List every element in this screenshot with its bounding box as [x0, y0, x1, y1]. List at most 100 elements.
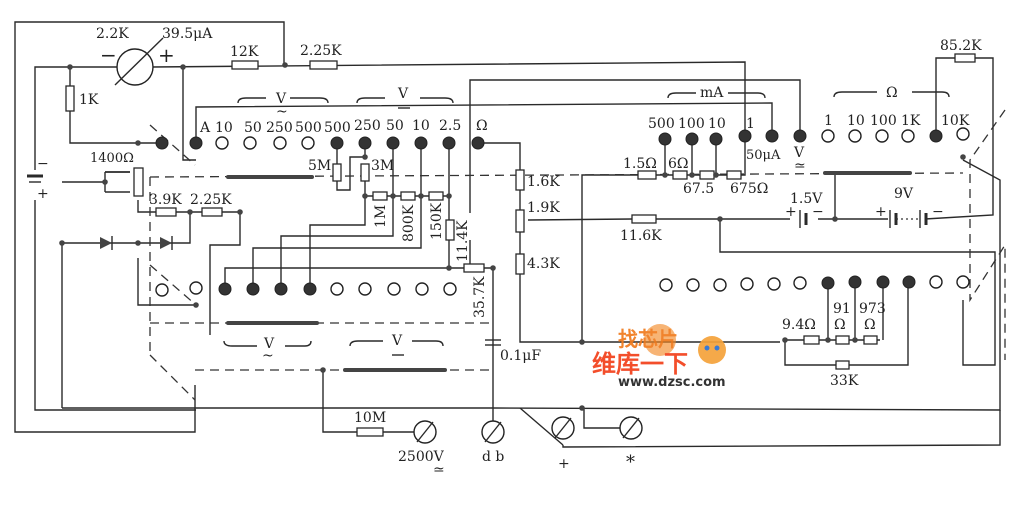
contact[interactable]	[189, 136, 203, 150]
battery-9-plus: +	[875, 204, 887, 220]
contact[interactable]	[303, 282, 317, 296]
contact[interactable]	[713, 278, 727, 292]
contact[interactable]	[956, 127, 970, 141]
battery-9-minus: −	[932, 204, 944, 220]
meter-needle-arrow-icon	[114, 37, 164, 86]
label-ohm-1k: 1K	[901, 113, 921, 129]
jack-2500v-mark: ≃	[433, 462, 445, 478]
label-800k: 800K	[401, 204, 417, 242]
meter-current: 39.5μA	[162, 26, 213, 42]
label-50-dc: 50	[386, 118, 404, 134]
label-10-dc: 10	[412, 118, 430, 134]
contact[interactable]	[821, 276, 835, 290]
contact[interactable]	[301, 136, 315, 150]
group-ac-volts: V	[275, 91, 287, 107]
diode-icon	[160, 237, 172, 249]
contact[interactable]	[876, 275, 890, 289]
label-11-6k: 11.6K	[620, 228, 662, 244]
meter-resistance: 2.2K	[96, 26, 129, 42]
contact[interactable]	[274, 282, 288, 296]
contact[interactable]	[442, 136, 456, 150]
jack-2500v-label: 2500V	[398, 449, 445, 465]
label-1-5-ohm: 1.5Ω	[623, 156, 657, 172]
contact[interactable]	[686, 278, 700, 292]
contact[interactable]	[387, 282, 401, 296]
contact[interactable]	[415, 282, 429, 296]
meter-minus: −	[100, 43, 117, 67]
ac-mark: ~	[276, 104, 288, 120]
contact[interactable]	[709, 132, 723, 146]
label-ma-10: 10	[708, 116, 726, 132]
contact[interactable]	[902, 275, 916, 289]
lower-dc-volts: V	[391, 333, 403, 349]
resistor-2-25k	[309, 60, 338, 70]
jack-common[interactable]: *	[619, 416, 643, 473]
lower-group-labels: V ~ V	[223, 333, 444, 364]
switch-left-labels: A 10 50 250 500 500 250 50 10 2.5 Ω V ~ …	[199, 86, 488, 136]
contact[interactable]	[155, 283, 169, 297]
contact[interactable]	[901, 129, 915, 143]
contact[interactable]	[273, 136, 287, 150]
contact[interactable]	[658, 132, 672, 146]
group-dc-volts: V	[397, 86, 409, 102]
contact[interactable]	[659, 278, 673, 292]
label-85-2k: 85.2K	[940, 38, 982, 54]
contact[interactable]	[956, 275, 970, 289]
contact[interactable]	[738, 129, 752, 143]
contact[interactable]	[848, 129, 862, 143]
label-9v: 9V	[894, 186, 914, 202]
contact[interactable]	[358, 136, 372, 150]
contact[interactable]	[471, 136, 485, 150]
label-9-4-ohm: 9.4Ω	[782, 317, 816, 333]
contact[interactable]	[875, 129, 889, 143]
switch-linkage	[149, 109, 1006, 401]
contact[interactable]	[330, 282, 344, 296]
contact[interactable]	[685, 132, 699, 146]
label-4-3k: 4.3K	[527, 256, 560, 272]
contact[interactable]	[215, 136, 229, 150]
contact[interactable]	[358, 282, 372, 296]
label-973-unit: Ω	[864, 317, 876, 333]
switch-right-labels: 500 100 10 1 50μA V ≃ mA Ω 1 10 100 1K 1…	[648, 85, 970, 174]
contact[interactable]	[765, 129, 779, 143]
jack-2500v[interactable]: 2500V ≃	[398, 420, 445, 478]
contact[interactable]	[821, 129, 835, 143]
contact[interactable]	[848, 275, 862, 289]
contact[interactable]	[189, 281, 203, 295]
contact[interactable]	[443, 282, 457, 296]
resistor-12k	[231, 60, 259, 70]
label-1400: 1400Ω	[90, 151, 134, 166]
contact[interactable]	[793, 129, 807, 143]
contact[interactable]	[243, 136, 257, 150]
contact[interactable]	[929, 129, 943, 143]
label-ohm: Ω	[476, 118, 488, 134]
contact[interactable]	[929, 275, 943, 289]
jack-common-label: *	[626, 452, 635, 473]
batteries: − + + − 1.5V + − 9V	[27, 156, 944, 228]
label-67-5: 67.5	[683, 181, 714, 197]
jack-db[interactable]: d b	[481, 420, 505, 465]
label-5m: 5M	[308, 158, 331, 174]
jack-plus-label: +	[558, 456, 570, 472]
contact[interactable]	[386, 136, 400, 150]
contact[interactable]	[155, 136, 169, 150]
contact[interactable]	[414, 136, 428, 150]
label-50ua: 50μA	[746, 148, 781, 163]
contact[interactable]	[218, 282, 232, 296]
label-ohm-10k: 10K	[941, 113, 970, 129]
watermark-text: 维库一下	[592, 350, 688, 378]
label-150k: 150K	[429, 202, 445, 240]
contact[interactable]	[767, 277, 781, 291]
watermark-logo: 找芯片 维库一下 www.dzsc.com	[592, 324, 726, 390]
jack-plus[interactable]: +	[551, 416, 575, 472]
contact[interactable]	[330, 136, 344, 150]
label-50: 50	[244, 120, 262, 136]
label-ohm-10: 10	[847, 113, 865, 129]
meter: 2.2K 39.5μA − +	[96, 26, 213, 86]
label-1k: 1K	[79, 92, 99, 108]
contact[interactable]	[793, 276, 807, 290]
label-6-ohm: 6Ω	[668, 156, 689, 172]
label-ma-100: 100	[678, 116, 705, 132]
contact[interactable]	[246, 282, 260, 296]
contact[interactable]	[740, 277, 754, 291]
